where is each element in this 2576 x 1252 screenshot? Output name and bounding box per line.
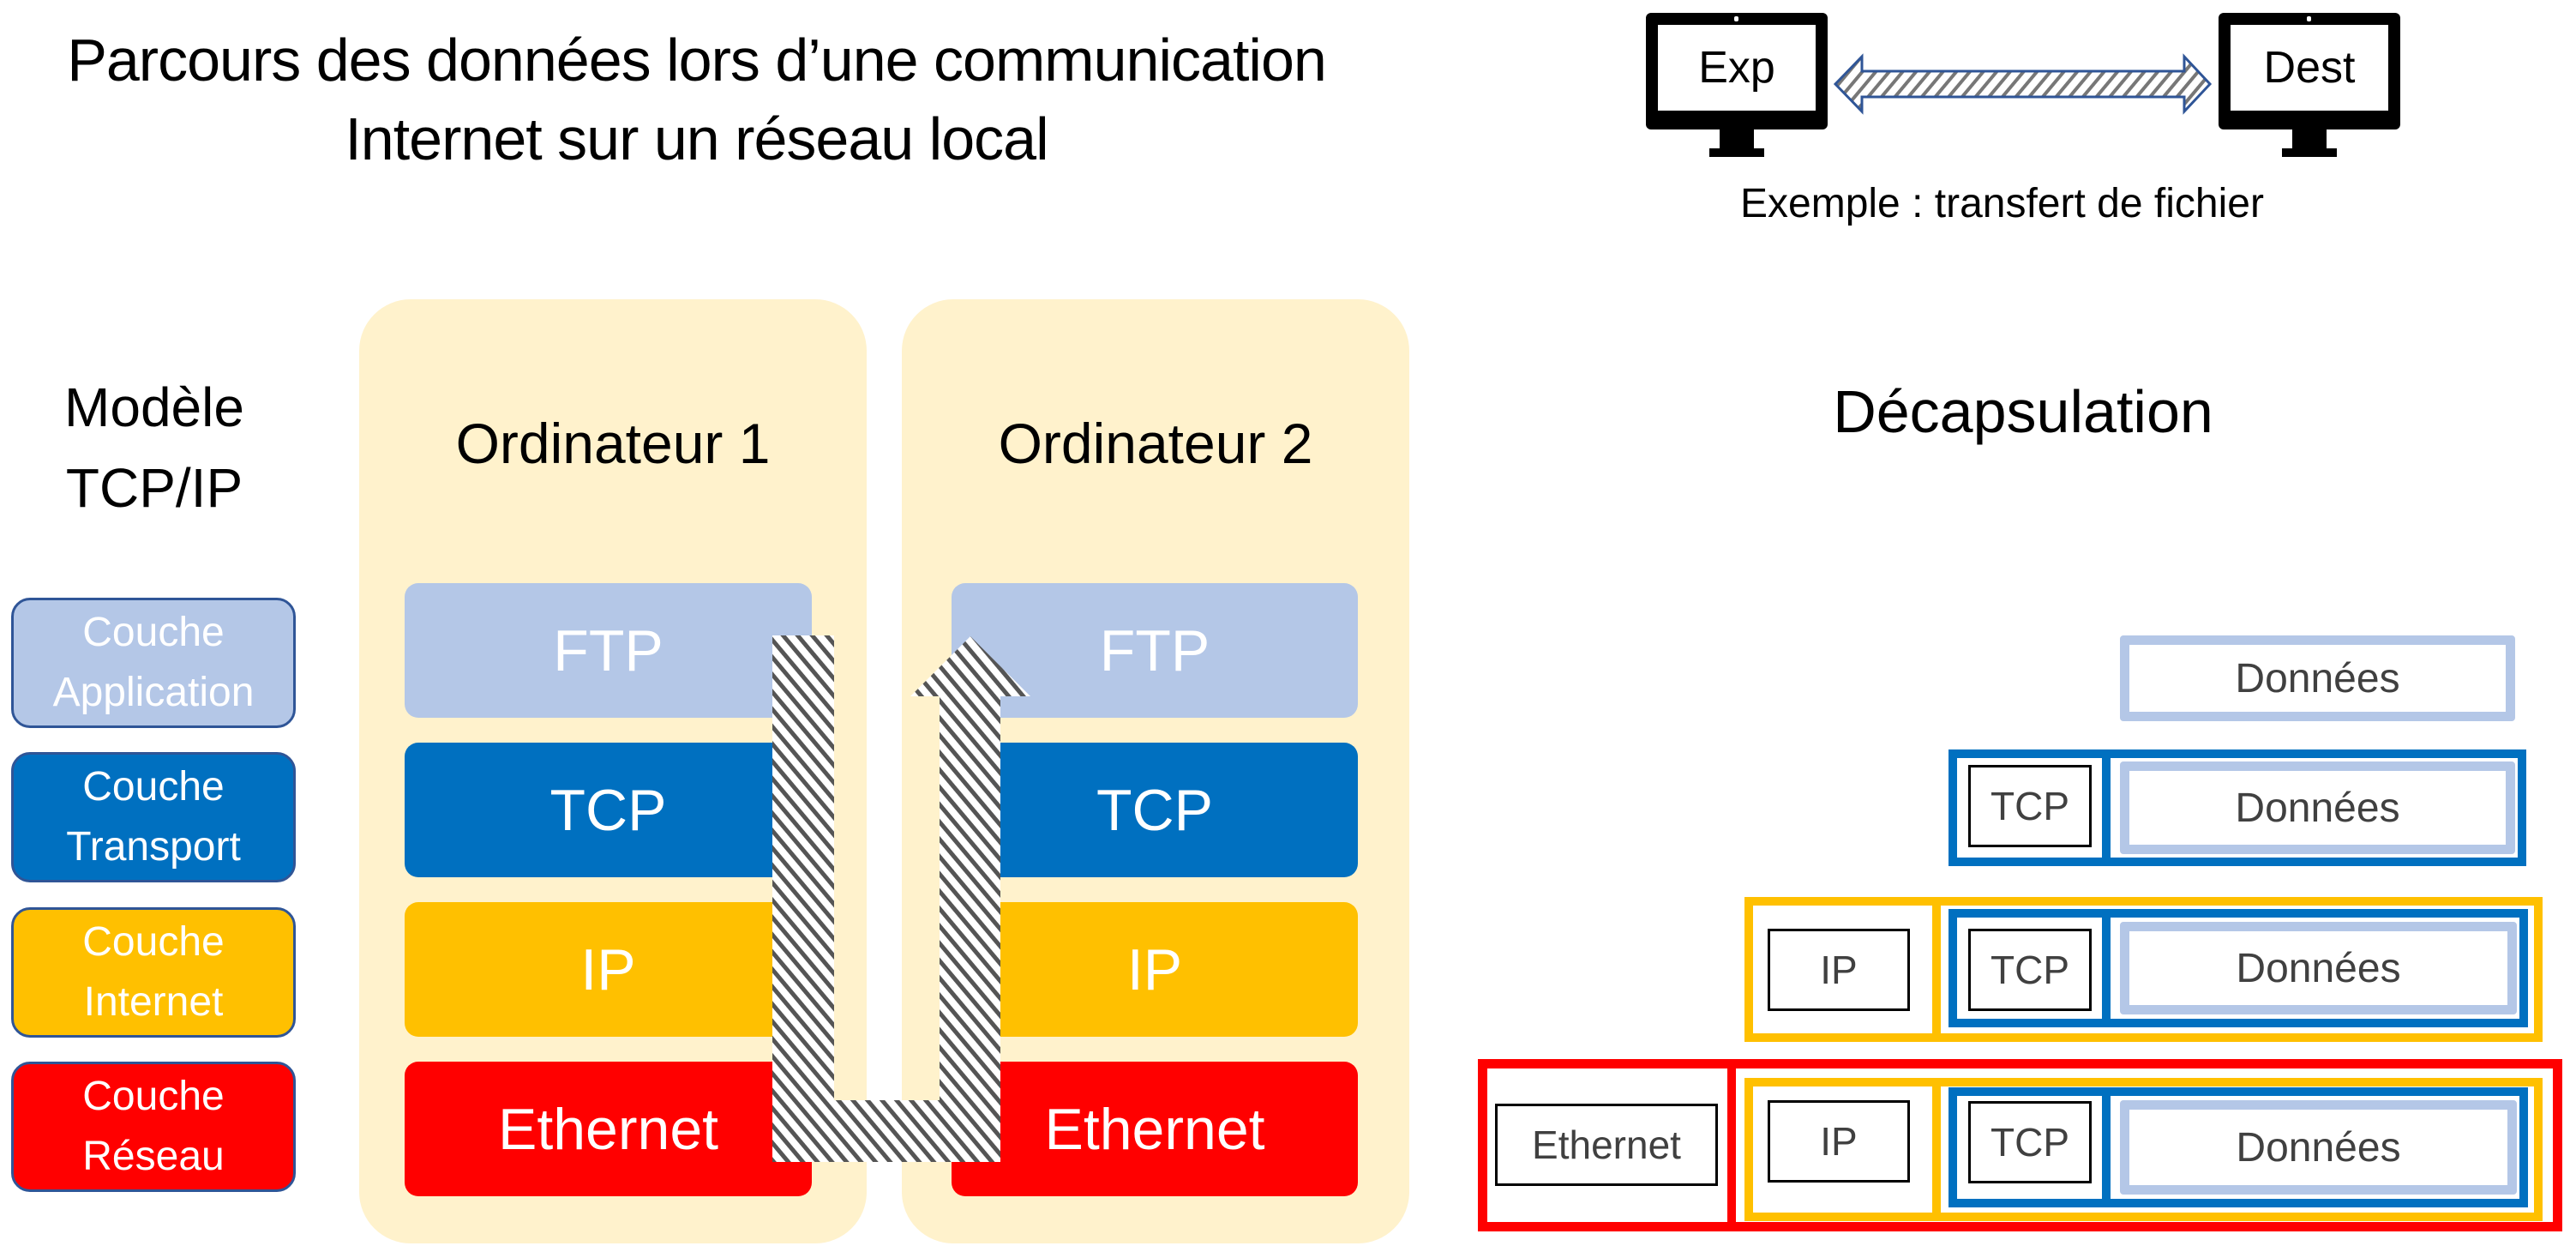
computer-1-title: Ordinateur 1 (455, 412, 771, 475)
monitor-camera (2307, 16, 2311, 21)
legend-application-layer: Couche Application (11, 598, 296, 728)
computer-2-title: Ordinateur 2 (998, 412, 1313, 475)
double-arrow-icon (1833, 53, 2213, 115)
decap-row-4-payload: Données (2120, 1100, 2517, 1195)
legend-line2: Application (52, 670, 255, 715)
legend-line1: Couche (82, 764, 225, 810)
monitor-neck (1720, 129, 1754, 150)
decap-row-1-payload: Données (2120, 635, 2515, 721)
legend-line2: Réseau (82, 1134, 225, 1179)
decap-row-4-tcp-header: TCP (1968, 1101, 2092, 1183)
legend-line1: Couche (82, 1074, 225, 1119)
computer-1-layer-ftp: FTP (405, 583, 812, 718)
computer-1-layer-tcp: TCP (405, 743, 812, 877)
computer-2-layer-tcp: TCP (952, 743, 1358, 877)
legend-network-layer: Couche Réseau (11, 1062, 296, 1192)
decap-row-3-ip-header: IP (1768, 929, 1910, 1011)
model-title-line-2: TCP/IP (65, 457, 243, 519)
segment-divider (2102, 749, 2111, 866)
legend-line2: Transport (66, 824, 241, 870)
packet-divider (1932, 897, 1941, 1042)
monitor-camera (1734, 16, 1738, 21)
frame-divider (1727, 1059, 1736, 1231)
computer-1-layer-ethernet: Ethernet (405, 1062, 812, 1196)
decap-row-2-payload: Données (2120, 761, 2515, 854)
decap-row-4-ip-header: IP (1768, 1100, 1910, 1183)
legend-line1: Couche (82, 610, 225, 655)
sender-label: Exp (1658, 25, 1816, 111)
computer-2-layer-ftp: FTP (952, 583, 1358, 718)
decap-row-3-payload: Données (2120, 922, 2517, 1014)
monitor-foot (1709, 148, 1764, 157)
decap-row-4-ethernet-header: Ethernet (1495, 1104, 1718, 1186)
monitor-foot (2282, 148, 2337, 157)
computer-2-layer-ethernet: Ethernet (952, 1062, 1358, 1196)
computer-1-layer-ip: IP (405, 902, 812, 1037)
sender-monitor-icon: Exp (1646, 13, 1828, 157)
packet-divider (1932, 1078, 1941, 1221)
computer-2-layer-ip: IP (952, 902, 1358, 1037)
page-title-line-2: Internet sur un réseau local (345, 105, 1048, 172)
monitor-neck (2292, 129, 2327, 150)
example-caption: Exemple : transfert de fichier (1740, 181, 2264, 226)
segment-divider (2102, 1087, 2111, 1207)
legend-transport-layer: Couche Transport (11, 752, 296, 882)
decapsulation-title: Décapsulation (1833, 378, 2213, 445)
decap-row-2-tcp-header: TCP (1968, 765, 2092, 847)
page-title-line-1: Parcours des données lors d’une communic… (67, 27, 1327, 93)
legend-line2: Internet (83, 979, 224, 1025)
legend-internet-layer: Couche Internet (11, 907, 296, 1038)
receiver-label: Dest (2231, 25, 2388, 111)
segment-divider (2102, 909, 2111, 1027)
model-title-line-1: Modèle (64, 376, 244, 438)
receiver-monitor-icon: Dest (2219, 13, 2400, 157)
legend-line1: Couche (82, 919, 225, 965)
decap-row-3-tcp-header: TCP (1968, 929, 2092, 1011)
